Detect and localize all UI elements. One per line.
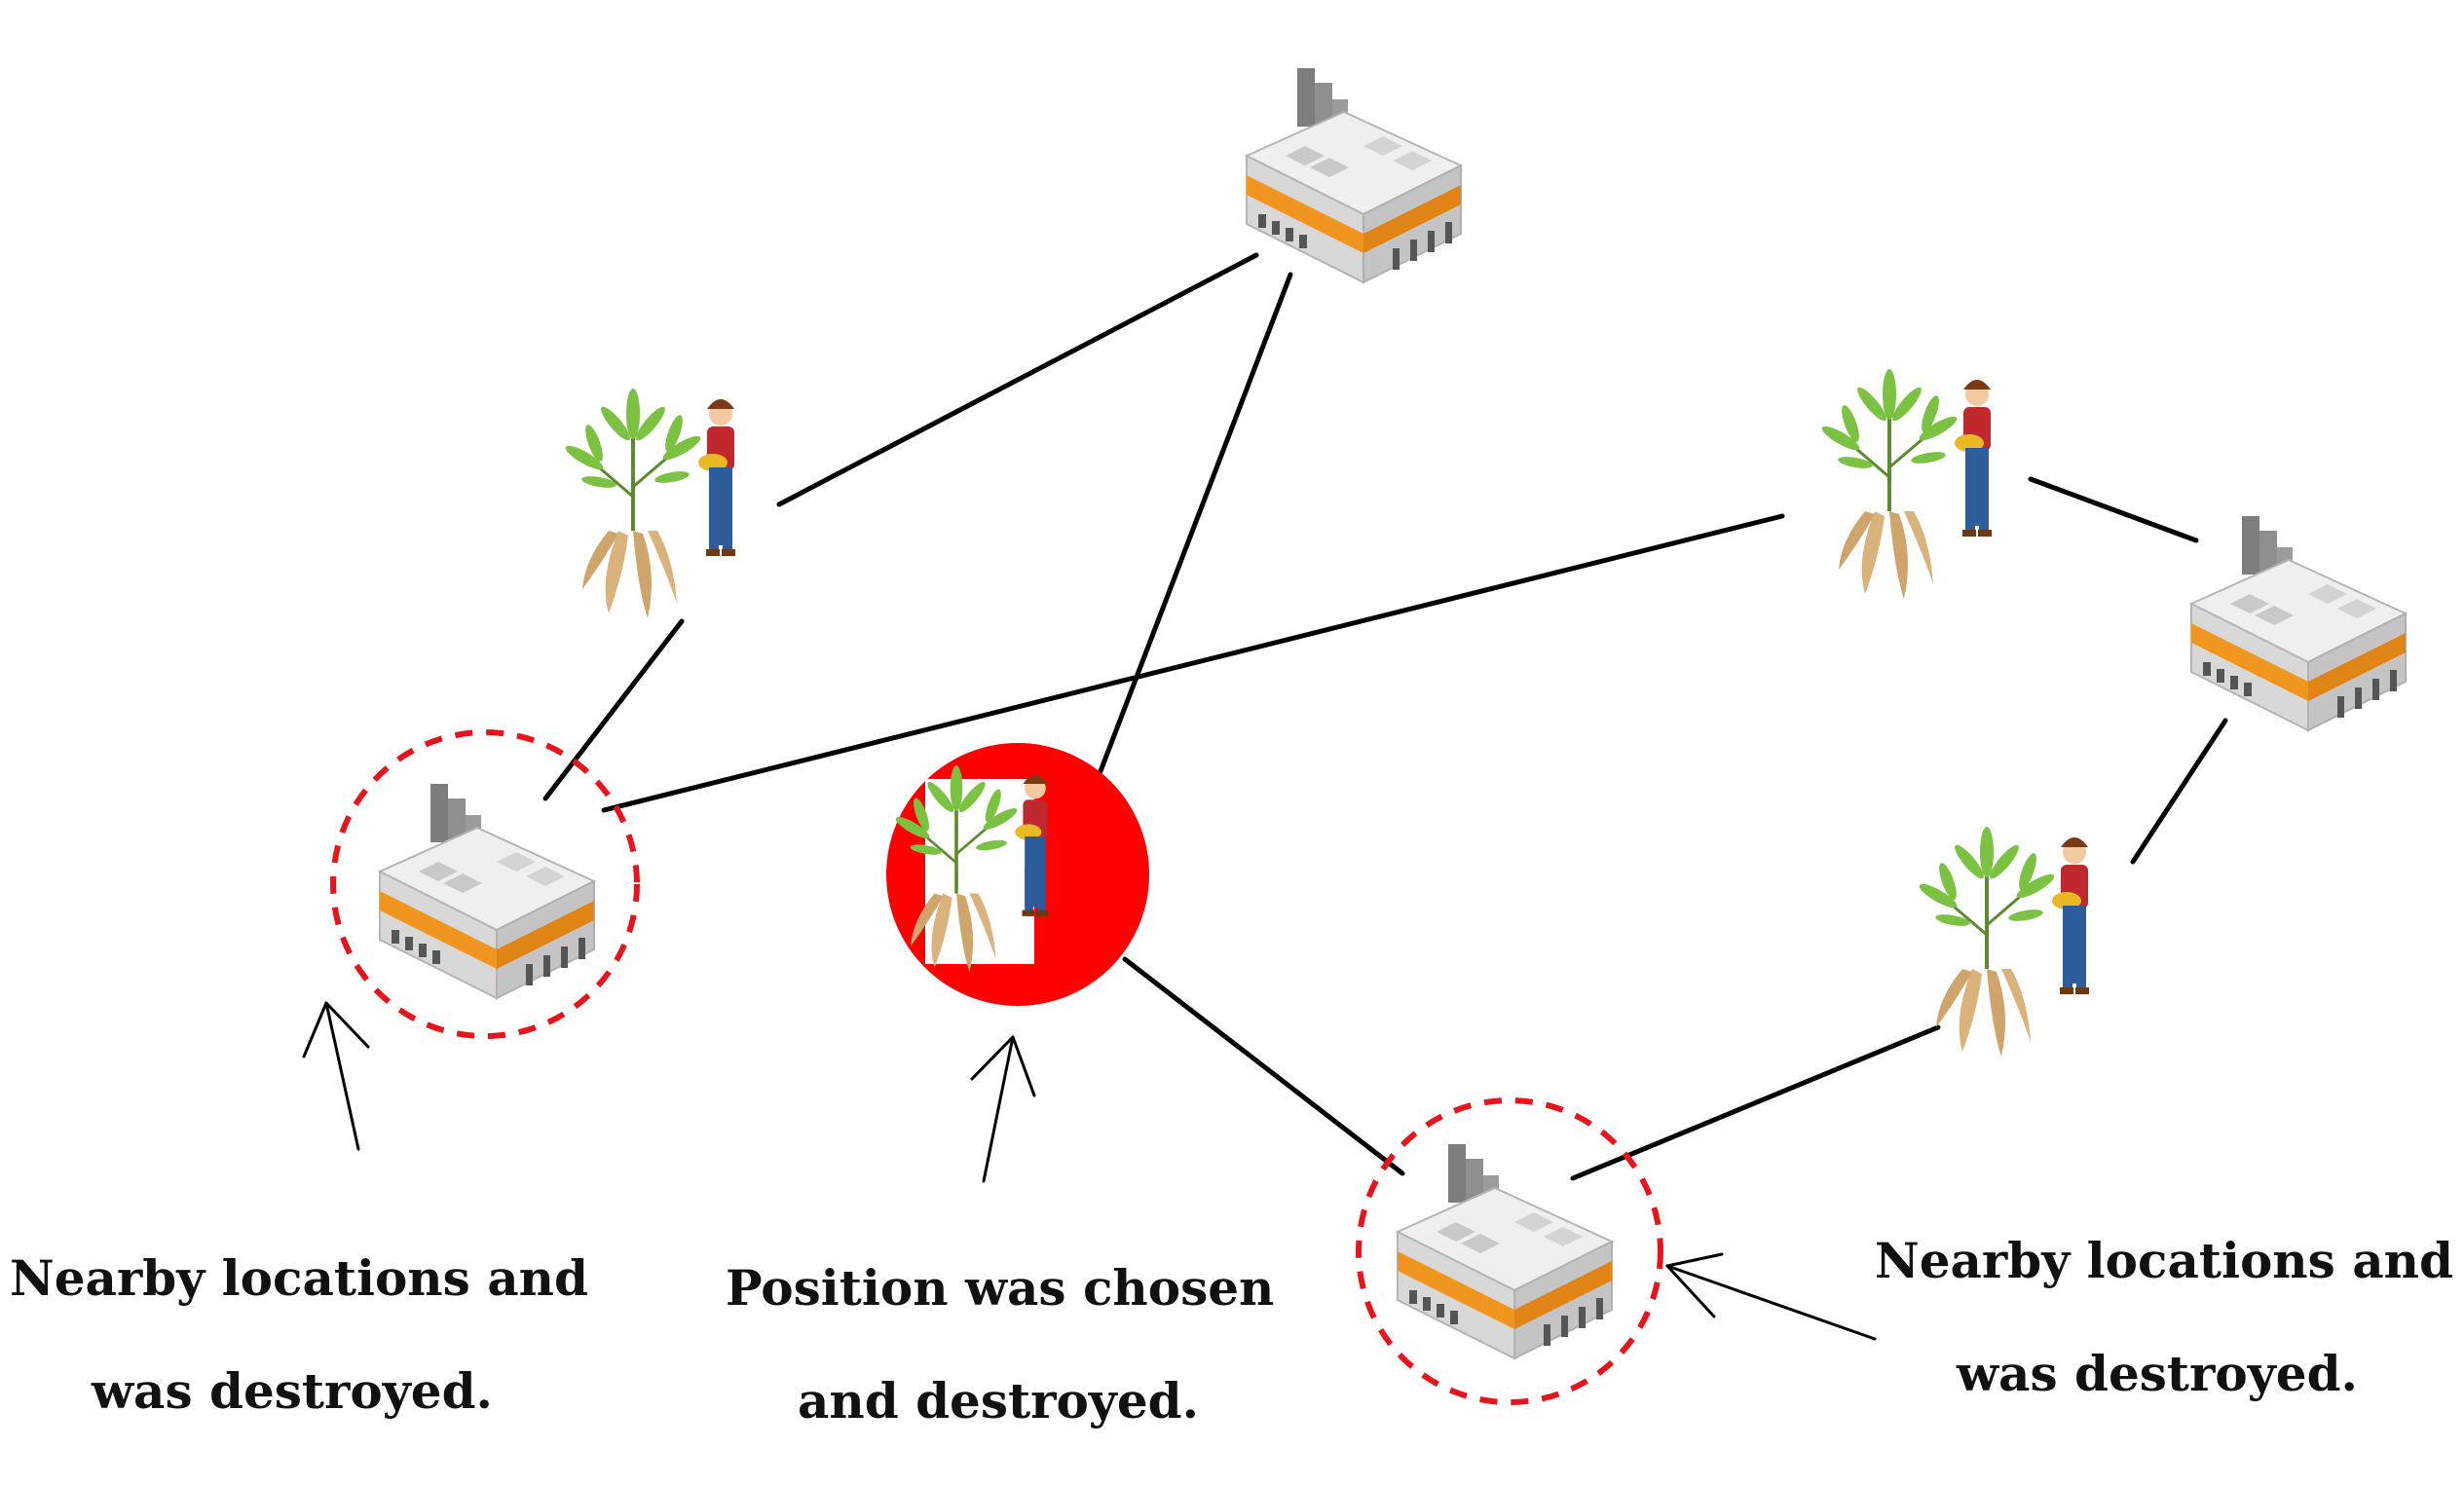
factory-icon — [1246, 67, 1462, 283]
caption-left-line2: was destroyed. — [92, 1362, 493, 1420]
caption-center: Position was chosen and destroyed. — [726, 1232, 1275, 1458]
edge-farmer-topright-to-factory-right — [2028, 476, 2199, 543]
factory-icon — [379, 783, 595, 999]
edge-factory-left-to-farmer-topright — [601, 513, 1785, 813]
edge-chosen-to-factory-top — [1098, 272, 1293, 774]
cassava-farmer-icon — [1816, 367, 1994, 601]
cassava-farmer-icon — [560, 387, 737, 620]
nearby-ring-left — [330, 729, 640, 1039]
arrow-left — [302, 1001, 370, 1151]
caption-center-line1: Position was chosen — [726, 1259, 1275, 1317]
arrow-center — [970, 1035, 1036, 1183]
caption-left-line1: Nearby locations and — [10, 1249, 588, 1307]
caption-right-line2: was destroyed. — [1957, 1345, 2358, 1402]
caption-right-line1: Nearby locations and — [1875, 1232, 2453, 1289]
caption-center-line2: and destroyed. — [797, 1372, 1200, 1429]
factory-icon — [2190, 515, 2407, 731]
edge-farmer-topleft-to-factory-top — [776, 252, 1259, 507]
edge-factory-right-to-farmer-bottomright — [2130, 718, 2228, 865]
nearby-ring-bottom — [1356, 1097, 1663, 1405]
edge-farmer-bottomright-to-factory-bottom — [1570, 1024, 1941, 1181]
edge-factory-left-to-farmer-topleft — [542, 618, 685, 801]
arrow-right — [1665, 1252, 1877, 1341]
caption-left: Nearby locations and was destroyed. — [10, 1222, 588, 1448]
edge-chosen-to-factory-bottom — [1122, 956, 1405, 1176]
caption-right: Nearby locations and was destroyed. — [1875, 1205, 2453, 1430]
cassava-farmer-icon — [1914, 825, 2091, 1058]
